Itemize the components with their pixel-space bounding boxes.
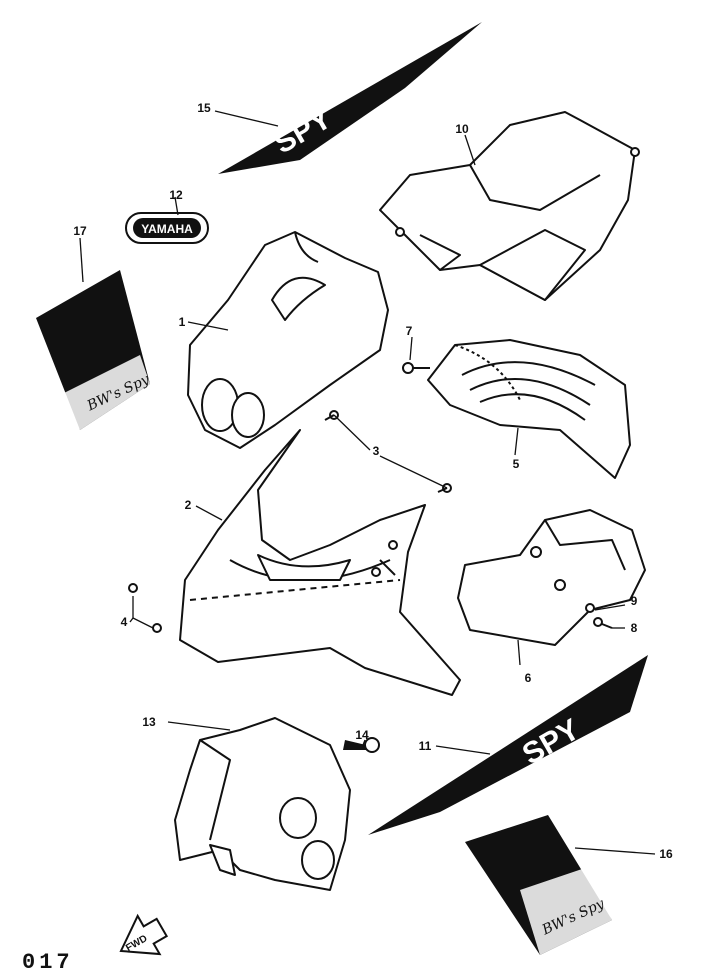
part-16-side-decal: BW's Spy (465, 815, 612, 955)
callout-6: 6 (525, 671, 532, 685)
callout-7: 7 (406, 324, 413, 338)
callout-14: 14 (355, 728, 369, 742)
part-7-screw (402, 362, 430, 374)
callout-4: 4 (121, 615, 128, 629)
callout-16: 16 (659, 847, 673, 861)
callout-1: 1 (179, 315, 186, 329)
fwd-arrow-icon: FWD (119, 913, 169, 956)
part-3-screws (324, 410, 452, 493)
page-code: 017 (22, 950, 74, 974)
callout-13: 13 (142, 715, 156, 729)
emblem-text: YAMAHA (141, 222, 193, 236)
callout-8: 8 (631, 621, 638, 635)
part-10-rear-cover (379, 111, 640, 301)
part-2-front-cover (179, 429, 461, 696)
callout-2: 2 (185, 498, 192, 512)
part-8-screw (593, 617, 613, 629)
callout-5: 5 (513, 457, 520, 471)
callout-15: 15 (197, 101, 211, 115)
callout-11: 11 (419, 739, 432, 753)
callout-3: 3 (373, 444, 380, 458)
callout-9: 9 (631, 594, 638, 608)
part-4-screws (128, 583, 162, 633)
callout-12: 12 (169, 188, 183, 202)
part-17-side-decal: BW's Spy (36, 270, 153, 430)
part-6-lower-inner-cover (457, 509, 646, 646)
part-12-emblem: YAMAHA (125, 212, 209, 244)
leader-lines (79, 110, 656, 855)
part-15-stripe-decal: SPY (218, 22, 482, 174)
part-5-inner-panel (427, 339, 631, 479)
callout-10: 10 (455, 122, 469, 136)
part-13-front-lower-panel (174, 717, 351, 891)
page-footer: 017 FWD (22, 913, 169, 974)
part-9-washer (585, 603, 595, 613)
callout-labels: 15 12 17 1 10 7 5 3 2 4 6 9 8 13 14 11 1… (73, 101, 673, 861)
part-14-bolt (343, 737, 380, 753)
part-1-front-upper-panel (187, 231, 389, 449)
callout-17: 17 (73, 224, 87, 238)
